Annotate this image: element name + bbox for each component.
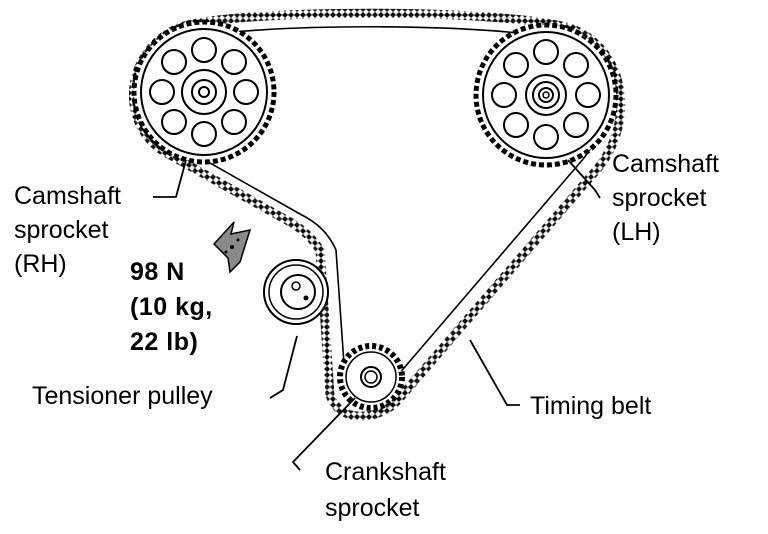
tensioner-pulley-label: Tensioner pulley (32, 382, 213, 410)
label-line: sprocket (14, 216, 109, 244)
label-line: Camshaft (14, 182, 121, 210)
tension-force-label: 98 N (10 kg, 22 lb) (130, 258, 213, 356)
label-line: 98 N (130, 258, 185, 286)
label-line: 22 lb) (130, 328, 199, 356)
label-line: (10 kg, (130, 293, 213, 321)
arrow-icon (212, 221, 252, 274)
crankshaft-sprocket-label: Crankshaft sprocket (325, 458, 446, 522)
label-line: (RH) (14, 250, 67, 278)
camshaft-sprocket-rh-label: Camshaft sprocket (RH) (14, 182, 121, 278)
tensioner-pulley (263, 259, 329, 325)
label-line: sprocket (612, 184, 707, 212)
label-line: sprocket (325, 494, 420, 522)
label-line: (LH) (612, 218, 661, 246)
camshaft-sprocket-lh (473, 22, 619, 168)
label-line: Crankshaft (325, 458, 446, 486)
camshaft-sprocket-lh-label: Camshaft sprocket (LH) (612, 150, 719, 246)
timing-belt-label: Timing belt (530, 392, 652, 420)
label-line: Camshaft (612, 150, 719, 178)
camshaft-sprocket-rh (131, 19, 277, 165)
leader-lines (153, 159, 601, 471)
crankshaft-sprocket (337, 343, 405, 411)
